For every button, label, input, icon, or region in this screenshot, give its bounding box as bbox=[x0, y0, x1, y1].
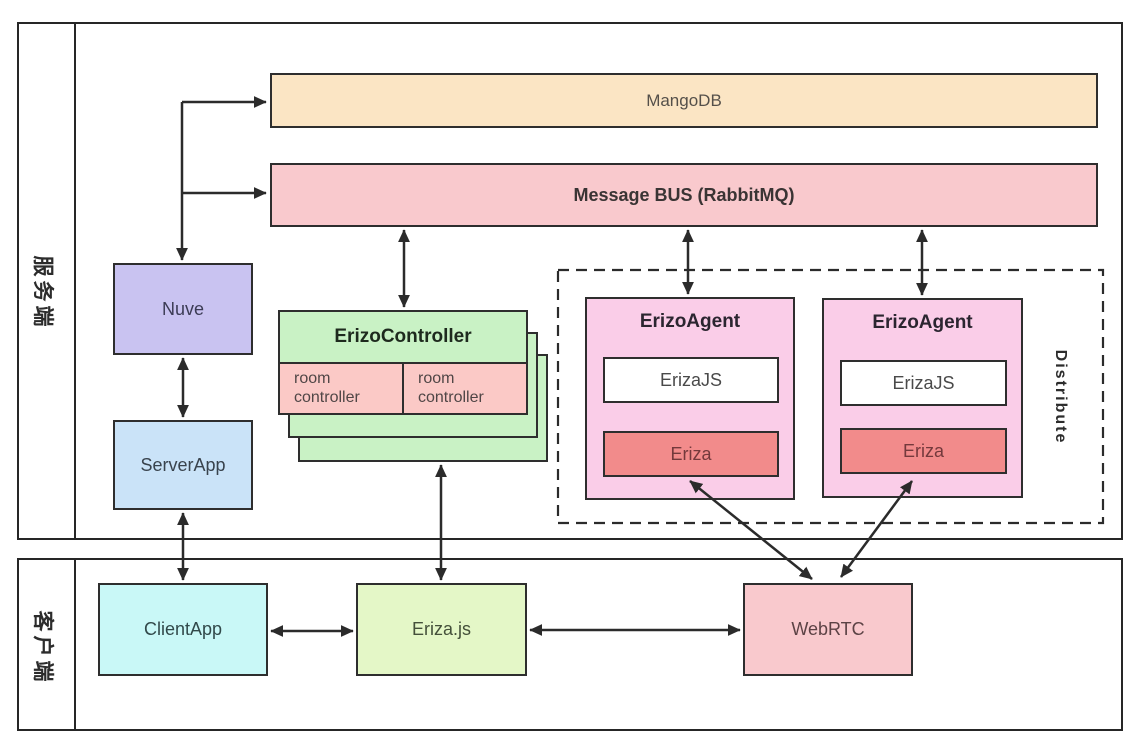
erizo-agent-title: ErizoAgent bbox=[639, 311, 741, 332]
nuve-node: Nuve bbox=[113, 263, 253, 355]
eriza-js-node: Eriza.js bbox=[356, 583, 527, 676]
erizajs-node: ErizaJS bbox=[603, 357, 779, 403]
eriza-node: Eriza bbox=[603, 431, 779, 477]
mangodb-node: MangoDB bbox=[270, 73, 1098, 128]
room-controller-row: room controller room controller bbox=[280, 364, 526, 413]
erizo-agent-node-1: ErizoAgent ErizaJS Eriza bbox=[585, 297, 795, 500]
client-app-node: ClientApp bbox=[98, 583, 268, 676]
server-section-label: 服务端 bbox=[31, 255, 54, 331]
client-section-label-strip bbox=[19, 560, 76, 729]
server-section-label-strip bbox=[19, 24, 76, 538]
webrtc-node: WebRTC bbox=[743, 583, 913, 676]
erizo-controller-title: ErizoController bbox=[280, 312, 526, 364]
room-controller-node: room controller bbox=[402, 364, 526, 413]
server-app-node: ServerApp bbox=[113, 420, 253, 510]
client-section-label: 客户端 bbox=[31, 610, 54, 686]
distribute-label: Distribute bbox=[1052, 349, 1069, 445]
erizo-controller-node: ErizoController room controller room con… bbox=[278, 310, 528, 415]
erizo-agent-title: ErizoAgent bbox=[872, 312, 973, 333]
erizo-agent-node-2: ErizoAgent ErizaJS Eriza bbox=[822, 298, 1023, 498]
room-controller-node: room controller bbox=[280, 364, 402, 413]
eriza-node: Eriza bbox=[840, 428, 1007, 474]
message-bus-node: Message BUS (RabbitMQ) bbox=[270, 163, 1098, 227]
erizajs-node: ErizaJS bbox=[840, 360, 1007, 406]
